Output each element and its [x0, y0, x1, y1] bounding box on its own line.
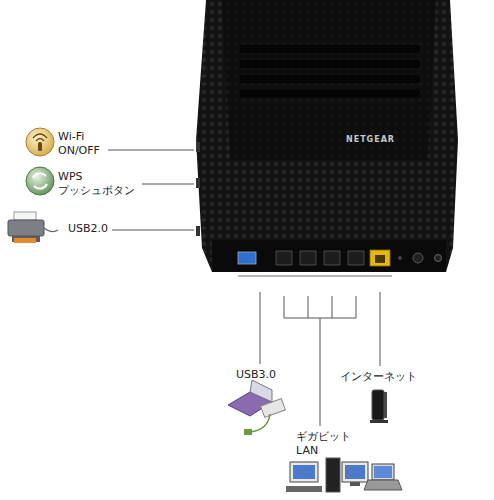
computers-icon	[286, 458, 402, 492]
lan-label: ギガビット LAN	[296, 430, 366, 459]
usb3-label: USB3.0	[236, 368, 286, 382]
router-face	[222, 0, 436, 160]
printer-icon	[8, 212, 58, 243]
port-panel	[212, 240, 446, 272]
router-body	[196, 0, 458, 272]
wps-arrows	[33, 174, 47, 189]
vent-slats	[240, 45, 420, 98]
wifi-finger	[38, 142, 42, 151]
usb-storage-icon	[228, 380, 285, 435]
lan-ports	[276, 251, 364, 265]
dc-jack	[435, 255, 442, 262]
wifi-label: Wi-Fi ON/OFF	[58, 130, 106, 159]
leader-lines	[108, 150, 380, 426]
modem-icon	[370, 390, 388, 423]
wps-icon	[26, 167, 54, 195]
internet-port-jack	[375, 255, 385, 263]
usb2-port	[196, 226, 200, 236]
wifi-button	[196, 142, 200, 152]
usb2-label: USB2.0	[68, 222, 112, 236]
internet-label: インターネット	[340, 370, 430, 384]
reset-button	[398, 256, 402, 260]
wps-button	[196, 178, 200, 188]
internet-port	[370, 250, 390, 266]
panel-line	[238, 276, 392, 277]
power-button	[413, 253, 423, 263]
wifi-icon	[26, 128, 54, 156]
wifi-waves	[33, 134, 47, 141]
usb3-port	[238, 252, 256, 264]
brand-logo: NETGEAR	[346, 135, 395, 145]
wps-label: WPS プッシュボタン	[58, 170, 140, 199]
